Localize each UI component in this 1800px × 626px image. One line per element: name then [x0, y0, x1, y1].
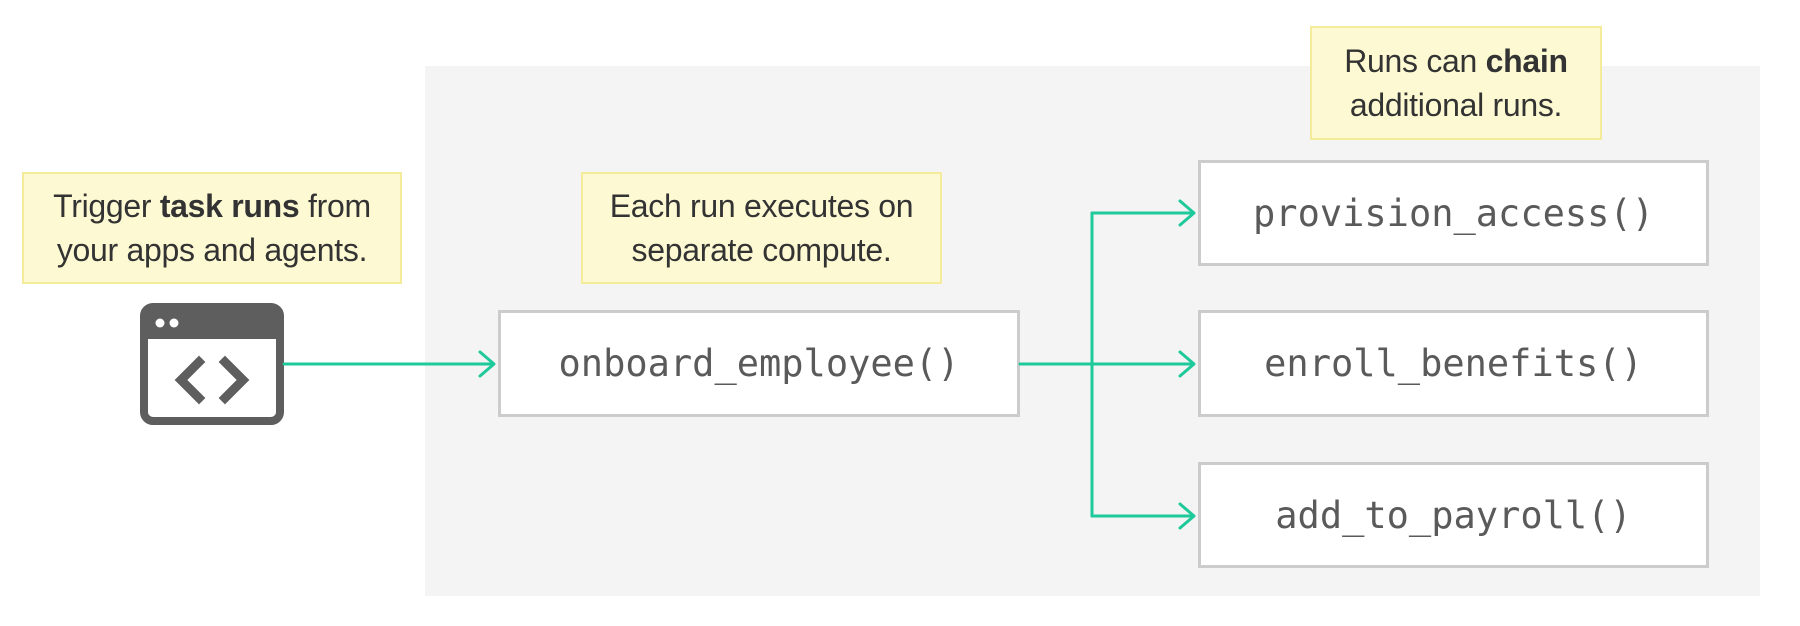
- chain-note: Runs can chain additional runs.: [1310, 26, 1602, 140]
- arrowhead-onboard: [478, 350, 496, 378]
- trigger-note-emphasis: task runs: [159, 188, 300, 224]
- provision-access-box: provision_access(): [1198, 160, 1709, 266]
- onboard-employee-label: onboard_employee(): [558, 342, 960, 385]
- enroll-benefits-label: enroll_benefits(): [1264, 342, 1643, 385]
- arrowhead-payroll: [1178, 502, 1196, 530]
- trigger-note: Trigger task runs from your apps and age…: [22, 172, 402, 284]
- compute-note: Each run executes on separate compute.: [581, 172, 942, 284]
- onboard-employee-box: onboard_employee(): [498, 310, 1020, 417]
- provision-access-label: provision_access(): [1253, 191, 1654, 235]
- arrowhead-enroll: [1178, 350, 1196, 378]
- chain-note-line1: Runs can chain: [1344, 43, 1568, 79]
- chain-note-line2: additional runs.: [1349, 87, 1563, 123]
- browser-code-icon: [140, 303, 284, 425]
- add-to-payroll-label: add_to_payroll(): [1275, 493, 1632, 537]
- add-to-payroll-box: add_to_payroll(): [1198, 462, 1709, 568]
- trigger-note-line2: your apps and agents.: [56, 232, 368, 268]
- compute-note-line2: separate compute.: [631, 232, 892, 268]
- arrowhead-provision: [1178, 199, 1196, 227]
- chain-note-emphasis: chain: [1485, 43, 1568, 79]
- trigger-note-line1: Trigger task runs from: [53, 188, 371, 224]
- compute-note-line1: Each run executes on: [609, 188, 914, 224]
- enroll-benefits-box: enroll_benefits(): [1198, 310, 1709, 417]
